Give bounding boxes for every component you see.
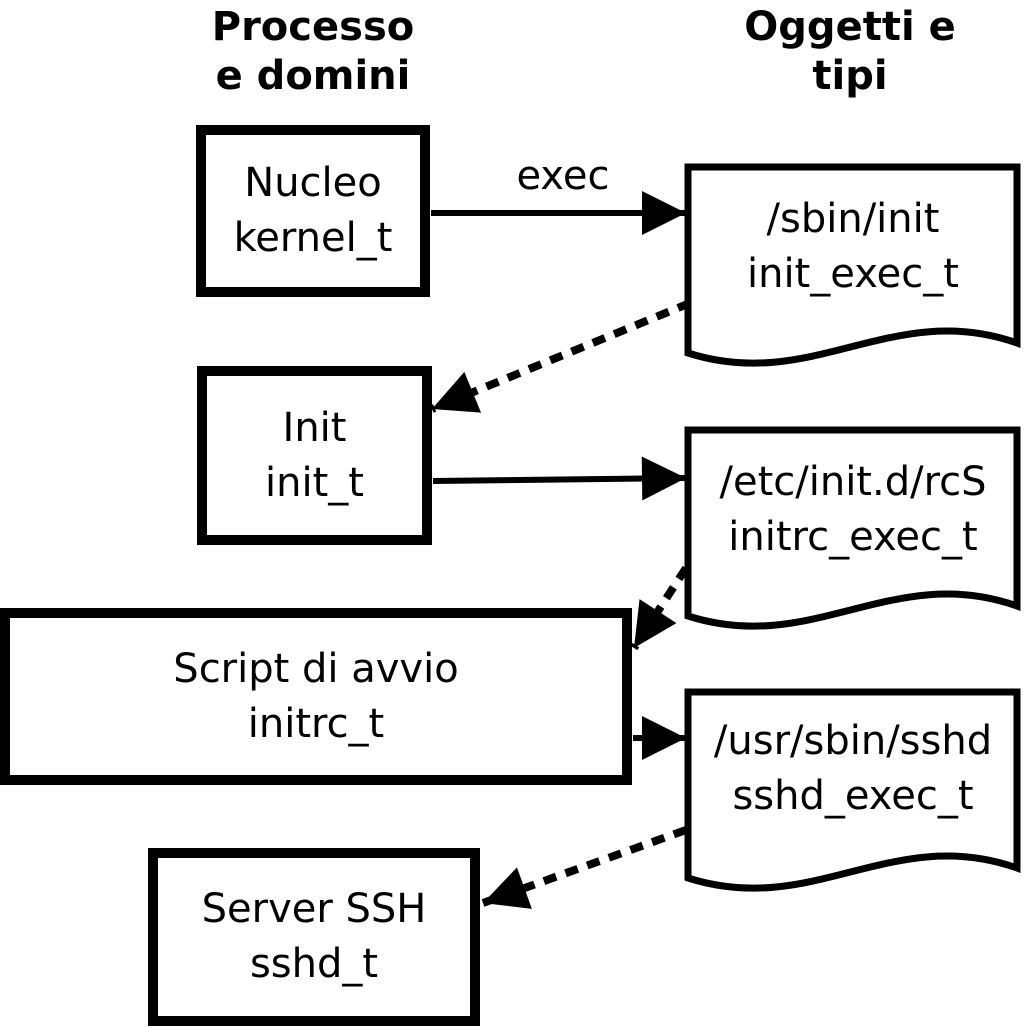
solid-arrow-init-to-initrc-exec — [432, 456, 687, 501]
object-path: /etc/init.d/rcS — [719, 459, 987, 505]
process-name: Server SSH — [201, 886, 427, 932]
object-type: sshd_exec_t — [732, 773, 974, 819]
dotted-arrow-init-exec-to-init — [430, 299, 692, 413]
column-header-objects-line2: tipi — [812, 53, 888, 99]
document-shape-sshd-exec — [684, 688, 1021, 892]
document-label-sshd-exec: /usr/sbin/sshd sshd_exec_t — [688, 714, 1018, 824]
column-header-objects: Oggetti e tipi — [690, 3, 1010, 101]
column-header-processes-line2: e domini — [215, 53, 411, 99]
dotted-arrow-initrc-exec-to-initrc — [630, 565, 690, 651]
document-shape-initrc-exec — [684, 426, 1021, 630]
dotted-arrow-sshd-exec-to-sshd — [481, 826, 688, 909]
process-box-initrc: Script di avvio initrc_t — [0, 608, 632, 785]
process-domain-type: init_t — [265, 459, 364, 506]
document-label-initrc-exec: /etc/init.d/rcS initrc_exec_t — [688, 455, 1018, 565]
process-name: Nucleo — [244, 160, 382, 206]
column-header-processes: Processo e domini — [133, 3, 493, 101]
process-name: Script di avvio — [173, 645, 459, 692]
object-path: /usr/sbin/sshd — [713, 718, 993, 764]
object-type: init_exec_t — [747, 251, 959, 297]
column-header-processes-line1: Processo — [211, 4, 415, 50]
process-box-init: Init init_t — [197, 366, 432, 545]
document-shape-init-exec — [684, 163, 1021, 367]
column-header-objects-line1: Oggetti e — [744, 4, 956, 50]
exec-arrow-label: exec — [516, 153, 610, 199]
document-label-init-exec: /sbin/init init_exec_t — [688, 192, 1018, 302]
process-domain-type: kernel_t — [233, 215, 393, 261]
object-path: /sbin/init — [766, 196, 940, 242]
process-box-kernel: Nucleo kernel_t — [196, 125, 430, 297]
process-domain-type: initrc_t — [247, 700, 385, 747]
object-type: initrc_exec_t — [728, 514, 978, 560]
process-domain-type: sshd_t — [249, 941, 379, 987]
process-name: Init — [282, 404, 347, 451]
process-box-sshd: Server SSH sshd_t — [148, 848, 480, 1026]
